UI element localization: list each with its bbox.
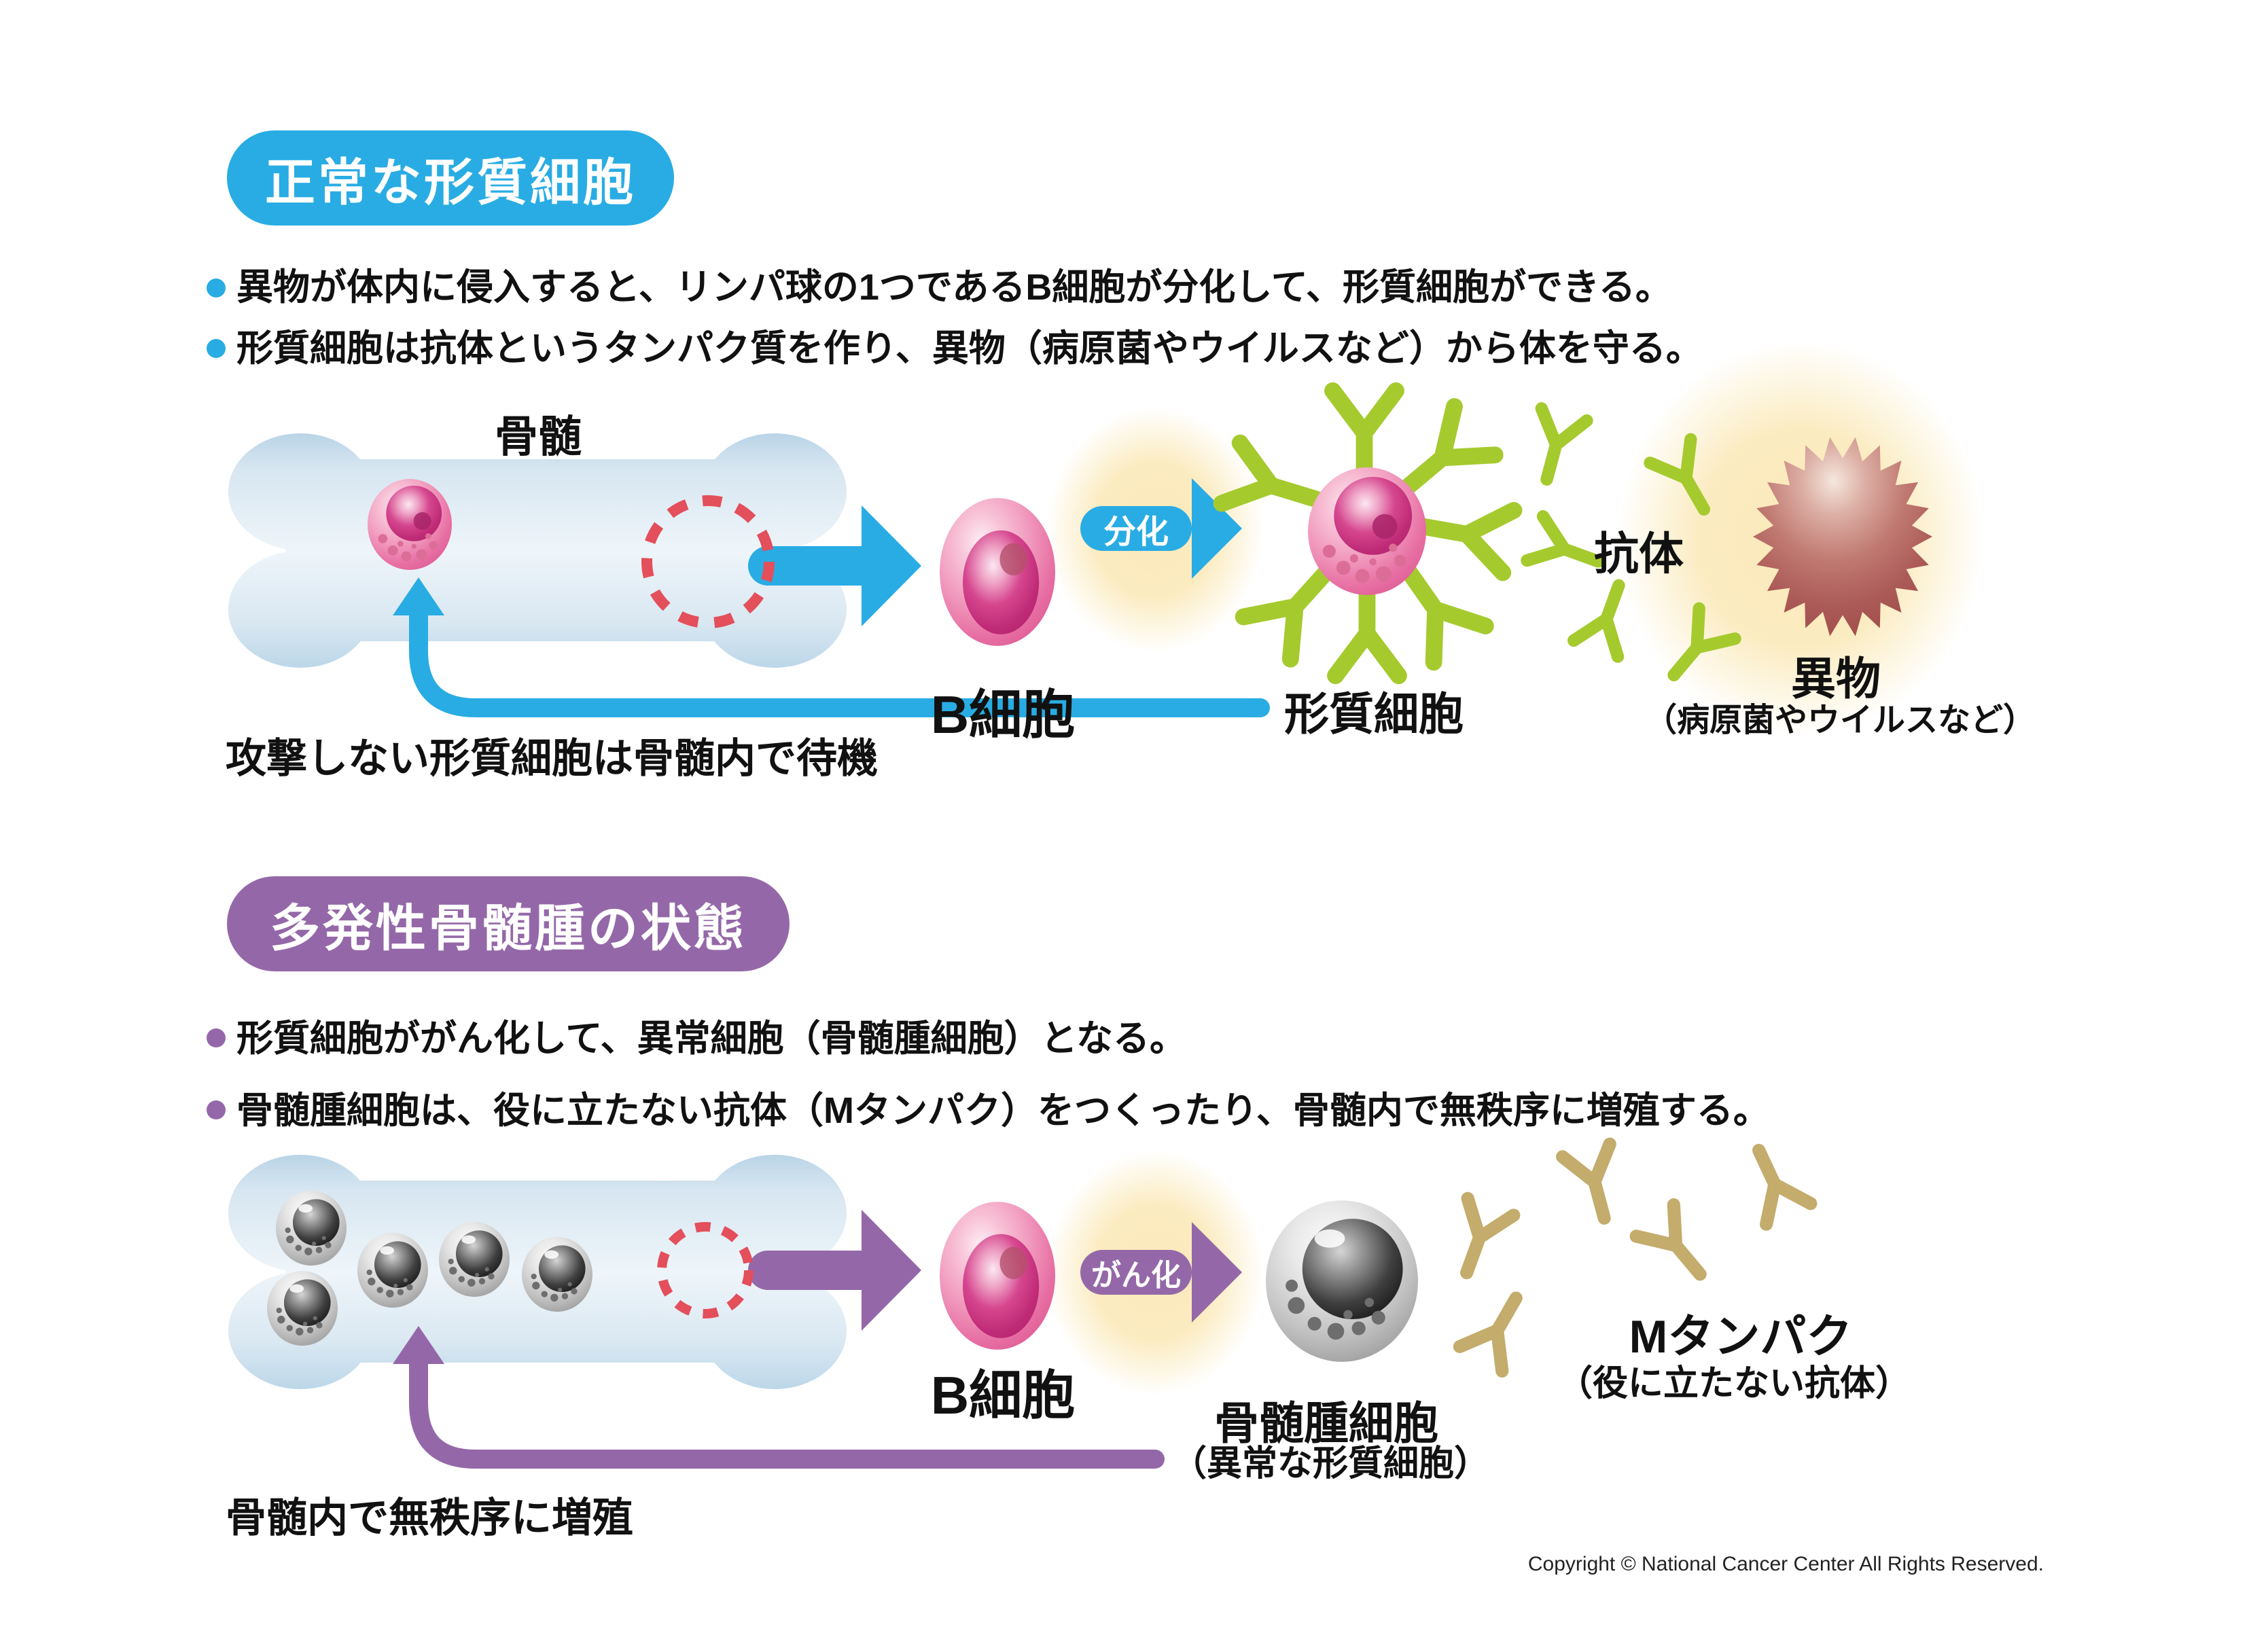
bullet-item: 形質細胞ががん化して、異常細胞（骨髄腫細胞）となる。 (236, 1018, 1187, 1059)
myeloma-cell-graphic (1266, 1200, 1418, 1362)
antibody-label: 抗体 (1594, 528, 1684, 579)
bullet-icon (207, 1028, 226, 1047)
waiting-plasma-cell-in-bone (368, 479, 452, 570)
m-protein-label: Mタンパク (1629, 1311, 1853, 1363)
b-cell-label-2: B細胞 (930, 1365, 1076, 1425)
plasma-cell-graphic (1308, 467, 1426, 595)
bullet-icon (207, 339, 226, 358)
bone-exit-arrow-2 (748, 1210, 921, 1331)
foreign-body-sub-label: （病原菌やウイルスなど） (1644, 702, 2036, 738)
section-header-multiple-myeloma: 多発性骨髄腫の状態 (227, 876, 790, 971)
return-to-bone-arrow-2 (393, 1326, 1165, 1469)
differentiation-arrow (1080, 478, 1242, 579)
b-cell-label-1: B細胞 (930, 685, 1076, 744)
waiting-caption: 攻撃しない形質細胞は骨髄内で待機 (226, 736, 878, 781)
section-header-text: 正常な形質細胞 (265, 154, 636, 211)
differentiation-arrow-label: 分化 (1103, 514, 1169, 550)
bone-marrow-label: 骨髄 (495, 412, 582, 461)
bullet-item: 形質細胞は抗体というタンパク質を作り、異物（病原菌やウイルスなど）から体を守る。 (236, 328, 1703, 369)
b-cell-graphic-1 (940, 498, 1055, 646)
foreign-body-label: 異物 (1791, 653, 1881, 704)
return-to-bone-arrow-1 (393, 577, 1270, 717)
section-header-text: 多発性骨髄腫の状態 (270, 899, 747, 956)
diagram-multiple-myeloma (228, 1140, 1811, 1469)
empty-niche-dashed-circle-1 (641, 495, 775, 628)
m-protein-sub-label: （役に立たない抗体） (1557, 1364, 1911, 1403)
bullet-icon (207, 279, 226, 298)
myeloma-cell-label: 骨髄腫細胞 (1214, 1398, 1438, 1448)
b-cell-graphic-2 (940, 1202, 1055, 1350)
proliferation-caption: 骨髄内で無秩序に増殖 (226, 1495, 633, 1541)
bullet-item: 骨髄腫細胞は、役に立たない抗体（Mタンパク）をつくったり、骨髄内で無秩序に増殖す… (236, 1090, 1770, 1131)
empty-niche-dashed-circle-2 (657, 1222, 754, 1318)
canceration-arrow-label: がん化 (1091, 1259, 1181, 1292)
bullet-icon (207, 1100, 226, 1119)
diagram-normal-plasma-cell (228, 341, 1984, 735)
bone-illustration-1 (228, 433, 847, 668)
section-header-normal-plasma-cell: 正常な形質細胞 (227, 130, 674, 226)
myeloma-cell-sub-label: （異常な形質細胞） (1171, 1444, 1489, 1484)
bullet-item: 異物が体内に侵入すると、リンパ球の1つであるB細胞が分化して、形質細胞ができる。 (236, 267, 1672, 308)
bone-exit-arrow-1 (748, 505, 921, 626)
copyright-notice: Copyright © National Cancer Center All R… (1527, 1553, 2044, 1575)
canceration-arrow (1080, 1222, 1242, 1323)
plasma-cell-label: 形質細胞 (1284, 689, 1464, 739)
